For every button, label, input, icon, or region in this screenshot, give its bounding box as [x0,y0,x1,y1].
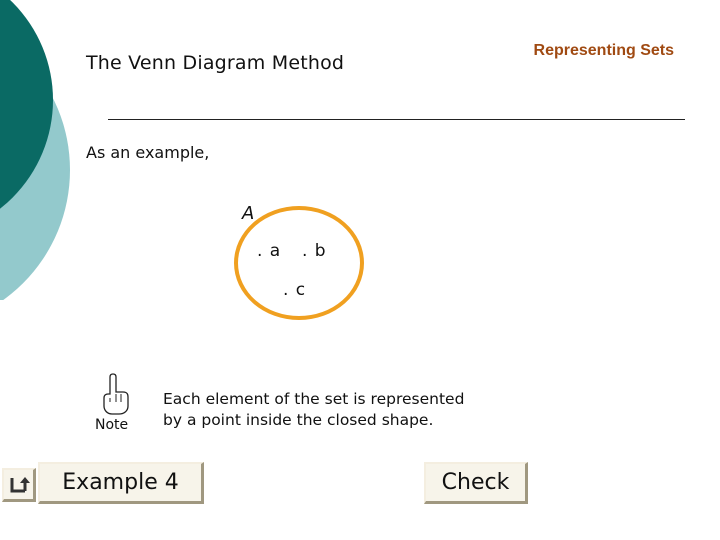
element-a: . a [257,241,282,261]
return-button[interactable] [2,468,36,502]
element-c: . c [283,280,307,300]
element-b: . b [302,241,327,261]
page-title: The Venn Diagram Method [86,52,345,74]
example-button[interactable]: Example 4 [38,462,204,504]
note-text-line-1: Each element of the set is represented [163,390,465,408]
intro-text: As an example, [86,143,210,162]
return-arrow-icon [10,476,30,492]
venn-circle [234,206,364,320]
title-divider [108,119,685,120]
note-label: Note [95,417,129,433]
section-header: Representing Sets [533,42,674,59]
set-label: A [242,203,255,224]
note-text: Each element of the set is represented b… [163,389,464,431]
background-decoration [0,0,70,300]
check-button[interactable]: Check [424,462,528,504]
pointing-hand-icon [103,373,129,415]
note-text-line-2: by a point inside the closed shape. [163,411,434,429]
